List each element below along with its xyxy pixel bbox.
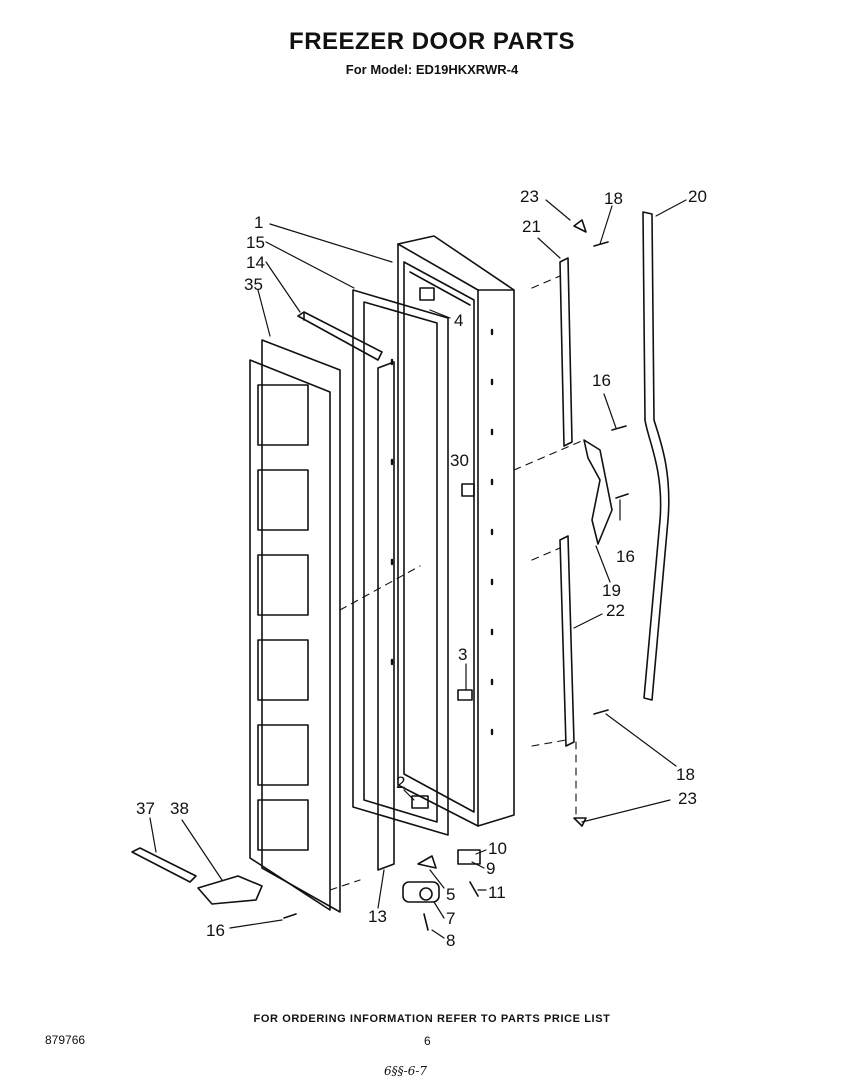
kick-plate [131,847,197,883]
handwritten-mark: 6§§-6-7 [384,1064,428,1078]
callout-14: 14 [246,253,265,272]
page-title: FREEZER DOOR PARTS [289,28,575,55]
callout-5: 5 [446,885,455,904]
callout-21: 21 [522,217,541,236]
callout-38: 38 [170,799,189,818]
callout-10: 10 [488,839,507,858]
handle-lower-trim [559,535,575,747]
callout-13: 13 [368,907,387,926]
callout-8: 8 [446,931,455,950]
inner-door-liner [249,339,341,913]
callout-3: 3 [458,645,467,664]
callout-19: 19 [602,581,621,600]
callout-23-top: 23 [520,187,539,206]
handle-bracket [583,439,613,545]
ordering-note: FOR ORDERING INFORMATION REFER TO PARTS … [253,1013,611,1025]
callout-11: 11 [488,883,506,902]
callout-30: 30 [450,451,469,470]
callout-16-upper: 16 [592,371,611,390]
leader-lines [149,199,687,939]
callout-18-top: 18 [604,189,623,208]
callout-4: 4 [454,311,463,330]
outer-door-panel [390,235,515,827]
callout-1: 1 [254,213,263,232]
callout-9: 9 [486,859,495,878]
callout-15: 15 [246,233,265,252]
callout-16-middle: 16 [616,547,635,566]
callout-18-bottom: 18 [676,765,695,784]
callout-7: 7 [446,909,455,928]
callout-16-bottom: 16 [206,921,225,940]
door-gasket [352,289,449,836]
callout-35: 35 [244,275,263,294]
callout-22: 22 [606,601,625,620]
callout-37: 37 [136,799,155,818]
handle-upper-trim [559,257,573,447]
breaker-strip [297,311,383,361]
page-number: 6 [424,1034,431,1048]
hinge-assembly [402,849,481,931]
model-subtitle: For Model: ED19HKXRWR-4 [345,62,519,77]
document-id: 879766 [45,1033,86,1047]
handle-bar [642,211,670,701]
side-strip [377,361,395,871]
callout-23-bottom: 23 [678,789,697,808]
callout-2: 2 [396,773,405,792]
callout-20: 20 [688,187,707,206]
alignment-lines [329,275,585,891]
callout-labels: 1 15 14 35 4 23 18 20 21 16 30 16 19 22 … [136,187,707,950]
lower-bracket [197,875,263,905]
